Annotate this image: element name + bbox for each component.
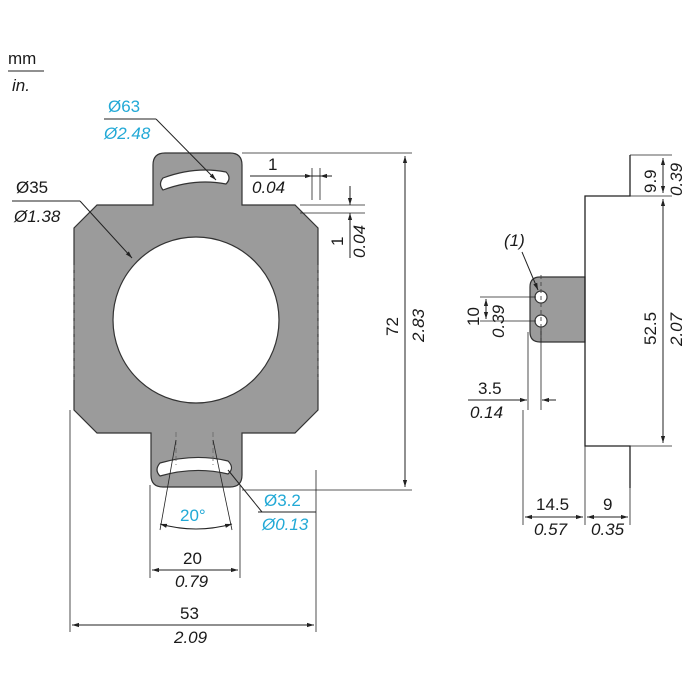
slot-spacing-in: 0.79 — [175, 572, 209, 591]
side-profile-bottom — [584, 356, 631, 488]
gap-horizontal-dim: 1 0.04 — [250, 155, 332, 200]
side-view — [529, 155, 631, 488]
width-dim: 53 2.09 — [69, 410, 317, 647]
angle-ray-left — [159, 439, 177, 531]
top-tab-mm: 9.9 — [641, 169, 660, 193]
body-thk-in: 0.35 — [591, 520, 625, 539]
inner-dia-in: Ø1.38 — [13, 207, 61, 226]
hole-spacing-in: 0.39 — [489, 304, 508, 338]
center-bore — [112, 236, 280, 404]
side-depth-mm: 14.5 — [536, 495, 569, 514]
gap-h-in: 0.04 — [252, 178, 285, 197]
side-profile-top — [584, 155, 631, 250]
height-dim: 72 2.83 — [242, 152, 428, 491]
slot-dia-leader — [227, 469, 263, 513]
hole-offset-mm: 3.5 — [478, 379, 502, 398]
slot-spacing-mm: 20 — [183, 549, 202, 568]
side-depth-dim: 14.5 0.57 9 0.35 — [522, 410, 631, 539]
note-ref: (1) — [504, 231, 525, 250]
connector-block — [529, 276, 586, 343]
angle-label: 20° — [180, 506, 206, 525]
unit-legend: mm in. — [8, 49, 44, 95]
outer-dia-mm: Ø63 — [108, 97, 140, 116]
angle-arc — [159, 523, 233, 530]
slot-dia-mm: Ø3.2 — [264, 491, 301, 510]
slot-diameter-callout: Ø3.2 Ø0.13 — [227, 469, 316, 534]
width-mm: 53 — [180, 604, 199, 623]
outer-dia-leader — [155, 118, 217, 181]
angle-ray-right — [212, 439, 233, 531]
top-tab-dim: 9.9 0.39 — [630, 154, 686, 197]
outer-dia-in: Ø2.48 — [103, 124, 151, 143]
body-height-in: 2.07 — [667, 312, 686, 347]
note-callout: (1) — [504, 231, 539, 291]
body-thk-mm: 9 — [603, 495, 612, 514]
side-depth-in: 0.57 — [534, 520, 568, 539]
gap-h-mm: 1 — [268, 155, 277, 174]
inner-dia-mm: Ø35 — [16, 178, 48, 197]
hole-offset-in: 0.14 — [470, 403, 503, 422]
gap-vertical-dim: 1 0.04 — [300, 186, 369, 258]
body-height-mm: 52.5 — [641, 312, 660, 345]
height-mm: 72 — [383, 317, 402, 336]
inner-diameter-callout: Ø35 Ø1.38 — [12, 178, 133, 259]
bottom-slot — [156, 456, 233, 477]
outer-diameter-callout: Ø63 Ø2.48 — [103, 97, 217, 181]
width-in: 2.09 — [173, 628, 208, 647]
front-view — [73, 152, 319, 488]
inner-dia-leader — [79, 200, 133, 259]
height-in: 2.83 — [409, 308, 428, 343]
gap-v-in: 0.04 — [350, 225, 369, 258]
hole-spacing-mm: 10 — [464, 307, 483, 326]
hole-spacing-dim: 10 0.39 — [464, 296, 536, 338]
slot-spacing-dim: 20 0.79 — [149, 485, 241, 591]
top-tab-in: 0.39 — [667, 162, 686, 196]
unit-in: in. — [12, 76, 30, 95]
slot-dia-in: Ø0.13 — [261, 515, 309, 534]
body-height-dim: 52.5 2.07 — [630, 199, 686, 447]
hole-offset-dim: 3.5 0.14 — [468, 328, 556, 422]
gap-v-mm: 1 — [328, 237, 347, 246]
slot-angle-dim: 20° — [159, 439, 233, 531]
unit-mm: mm — [8, 49, 36, 68]
note-leader — [521, 251, 539, 291]
